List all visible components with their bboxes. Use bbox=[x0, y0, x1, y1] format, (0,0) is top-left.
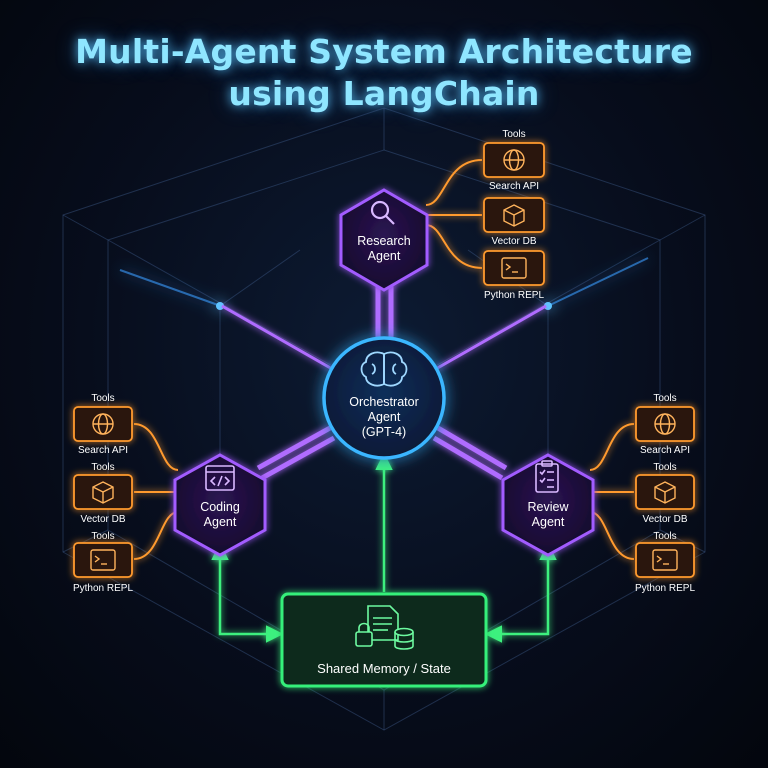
research-tools-heading: Tools bbox=[502, 129, 525, 140]
coding-tools-heading-3: Tools bbox=[91, 531, 114, 542]
orchestrator-label-2: Agent bbox=[368, 410, 401, 424]
terminal-icon bbox=[501, 257, 527, 279]
coding-tool-vector-label: Vector DB bbox=[80, 514, 125, 525]
research-agent-label-2: Agent bbox=[368, 249, 401, 263]
memory-connectors bbox=[211, 452, 557, 643]
review-tools-heading-2: Tools bbox=[653, 462, 676, 473]
research-agent-node[interactable]: Research Agent bbox=[339, 188, 429, 292]
review-agent-label-1: Review bbox=[528, 500, 570, 514]
review-agent-label-2: Agent bbox=[532, 515, 565, 529]
coding-tools: Tools Search API Tools Vector DB Tools bbox=[73, 393, 133, 594]
shared-memory-node[interactable]: Shared Memory / State bbox=[280, 592, 488, 688]
terminal-icon bbox=[652, 549, 678, 571]
research-tool-search[interactable]: Search API bbox=[483, 142, 545, 192]
coding-tool-python-label: Python REPL bbox=[73, 583, 133, 594]
globe-icon bbox=[92, 413, 114, 435]
coding-agent-node[interactable]: Coding Agent bbox=[173, 453, 267, 557]
review-tools-heading-1: Tools bbox=[653, 393, 676, 404]
coding-tool-search-label: Search API bbox=[78, 445, 128, 456]
brain-icon bbox=[360, 351, 408, 387]
review-tool-search-label: Search API bbox=[640, 445, 690, 456]
connector-review-orchestrator bbox=[436, 425, 508, 471]
research-tool-vector[interactable]: Vector DB bbox=[483, 197, 545, 247]
agent-connectors bbox=[221, 278, 547, 481]
coding-tool-search[interactable]: Search API bbox=[73, 406, 133, 456]
review-tool-python-label: Python REPL bbox=[635, 583, 695, 594]
tool-connectors bbox=[133, 159, 635, 560]
code-window-icon bbox=[205, 465, 235, 491]
orchestrator-label-1: Orchestrator bbox=[349, 395, 418, 409]
orchestrator-label-3: (GPT-4) bbox=[362, 425, 406, 439]
clipboard-checklist-icon bbox=[535, 460, 559, 493]
review-tools: Tools Search API Tools Vector DB Tools bbox=[635, 393, 695, 594]
research-agent-label-1: Research bbox=[357, 234, 411, 248]
orchestrator-node[interactable]: Orchestrator Agent (GPT-4) bbox=[322, 336, 446, 460]
globe-icon bbox=[654, 413, 676, 435]
coding-tools-heading-1: Tools bbox=[91, 393, 114, 404]
background-wireframe bbox=[62, 107, 706, 731]
title-line-1: Multi-Agent System Architecture bbox=[75, 32, 693, 71]
research-tools: Tools Search API Vector DB bbox=[483, 129, 545, 301]
connector-coding-orchestrator bbox=[256, 425, 332, 471]
cube-icon bbox=[92, 481, 114, 504]
research-tool-python[interactable]: Python REPL bbox=[483, 250, 545, 301]
research-tool-vector-label: Vector DB bbox=[491, 236, 536, 247]
globe-icon bbox=[503, 149, 525, 171]
coding-tool-python[interactable]: Python REPL bbox=[73, 542, 133, 594]
magnifier-icon bbox=[370, 200, 395, 225]
light-streaks bbox=[119, 257, 649, 310]
review-tool-vector[interactable]: Vector DB bbox=[635, 474, 695, 525]
review-tool-vector-label: Vector DB bbox=[642, 514, 687, 525]
arrow-memory-review bbox=[484, 542, 557, 643]
terminal-icon bbox=[90, 549, 116, 571]
coding-tool-vector[interactable]: Vector DB bbox=[73, 474, 133, 525]
document-lock-database-icon bbox=[355, 605, 414, 650]
coding-agent-label-2: Agent bbox=[204, 515, 237, 529]
review-tool-search[interactable]: Search API bbox=[635, 406, 695, 456]
review-tools-heading-3: Tools bbox=[653, 531, 676, 542]
review-tool-python[interactable]: Python REPL bbox=[635, 542, 695, 594]
shared-memory-label: Shared Memory / State bbox=[317, 661, 451, 676]
cube-icon bbox=[654, 481, 676, 504]
coding-tools-heading-2: Tools bbox=[91, 462, 114, 473]
research-tool-search-label: Search API bbox=[489, 181, 539, 192]
review-agent-node[interactable]: Review Agent bbox=[501, 453, 595, 557]
research-tool-python-label: Python REPL bbox=[484, 290, 544, 301]
title-line-2: using LangChain bbox=[228, 74, 540, 113]
coding-agent-label-1: Coding bbox=[200, 500, 240, 514]
cube-icon bbox=[503, 204, 525, 227]
arrow-memory-coding bbox=[211, 542, 284, 643]
